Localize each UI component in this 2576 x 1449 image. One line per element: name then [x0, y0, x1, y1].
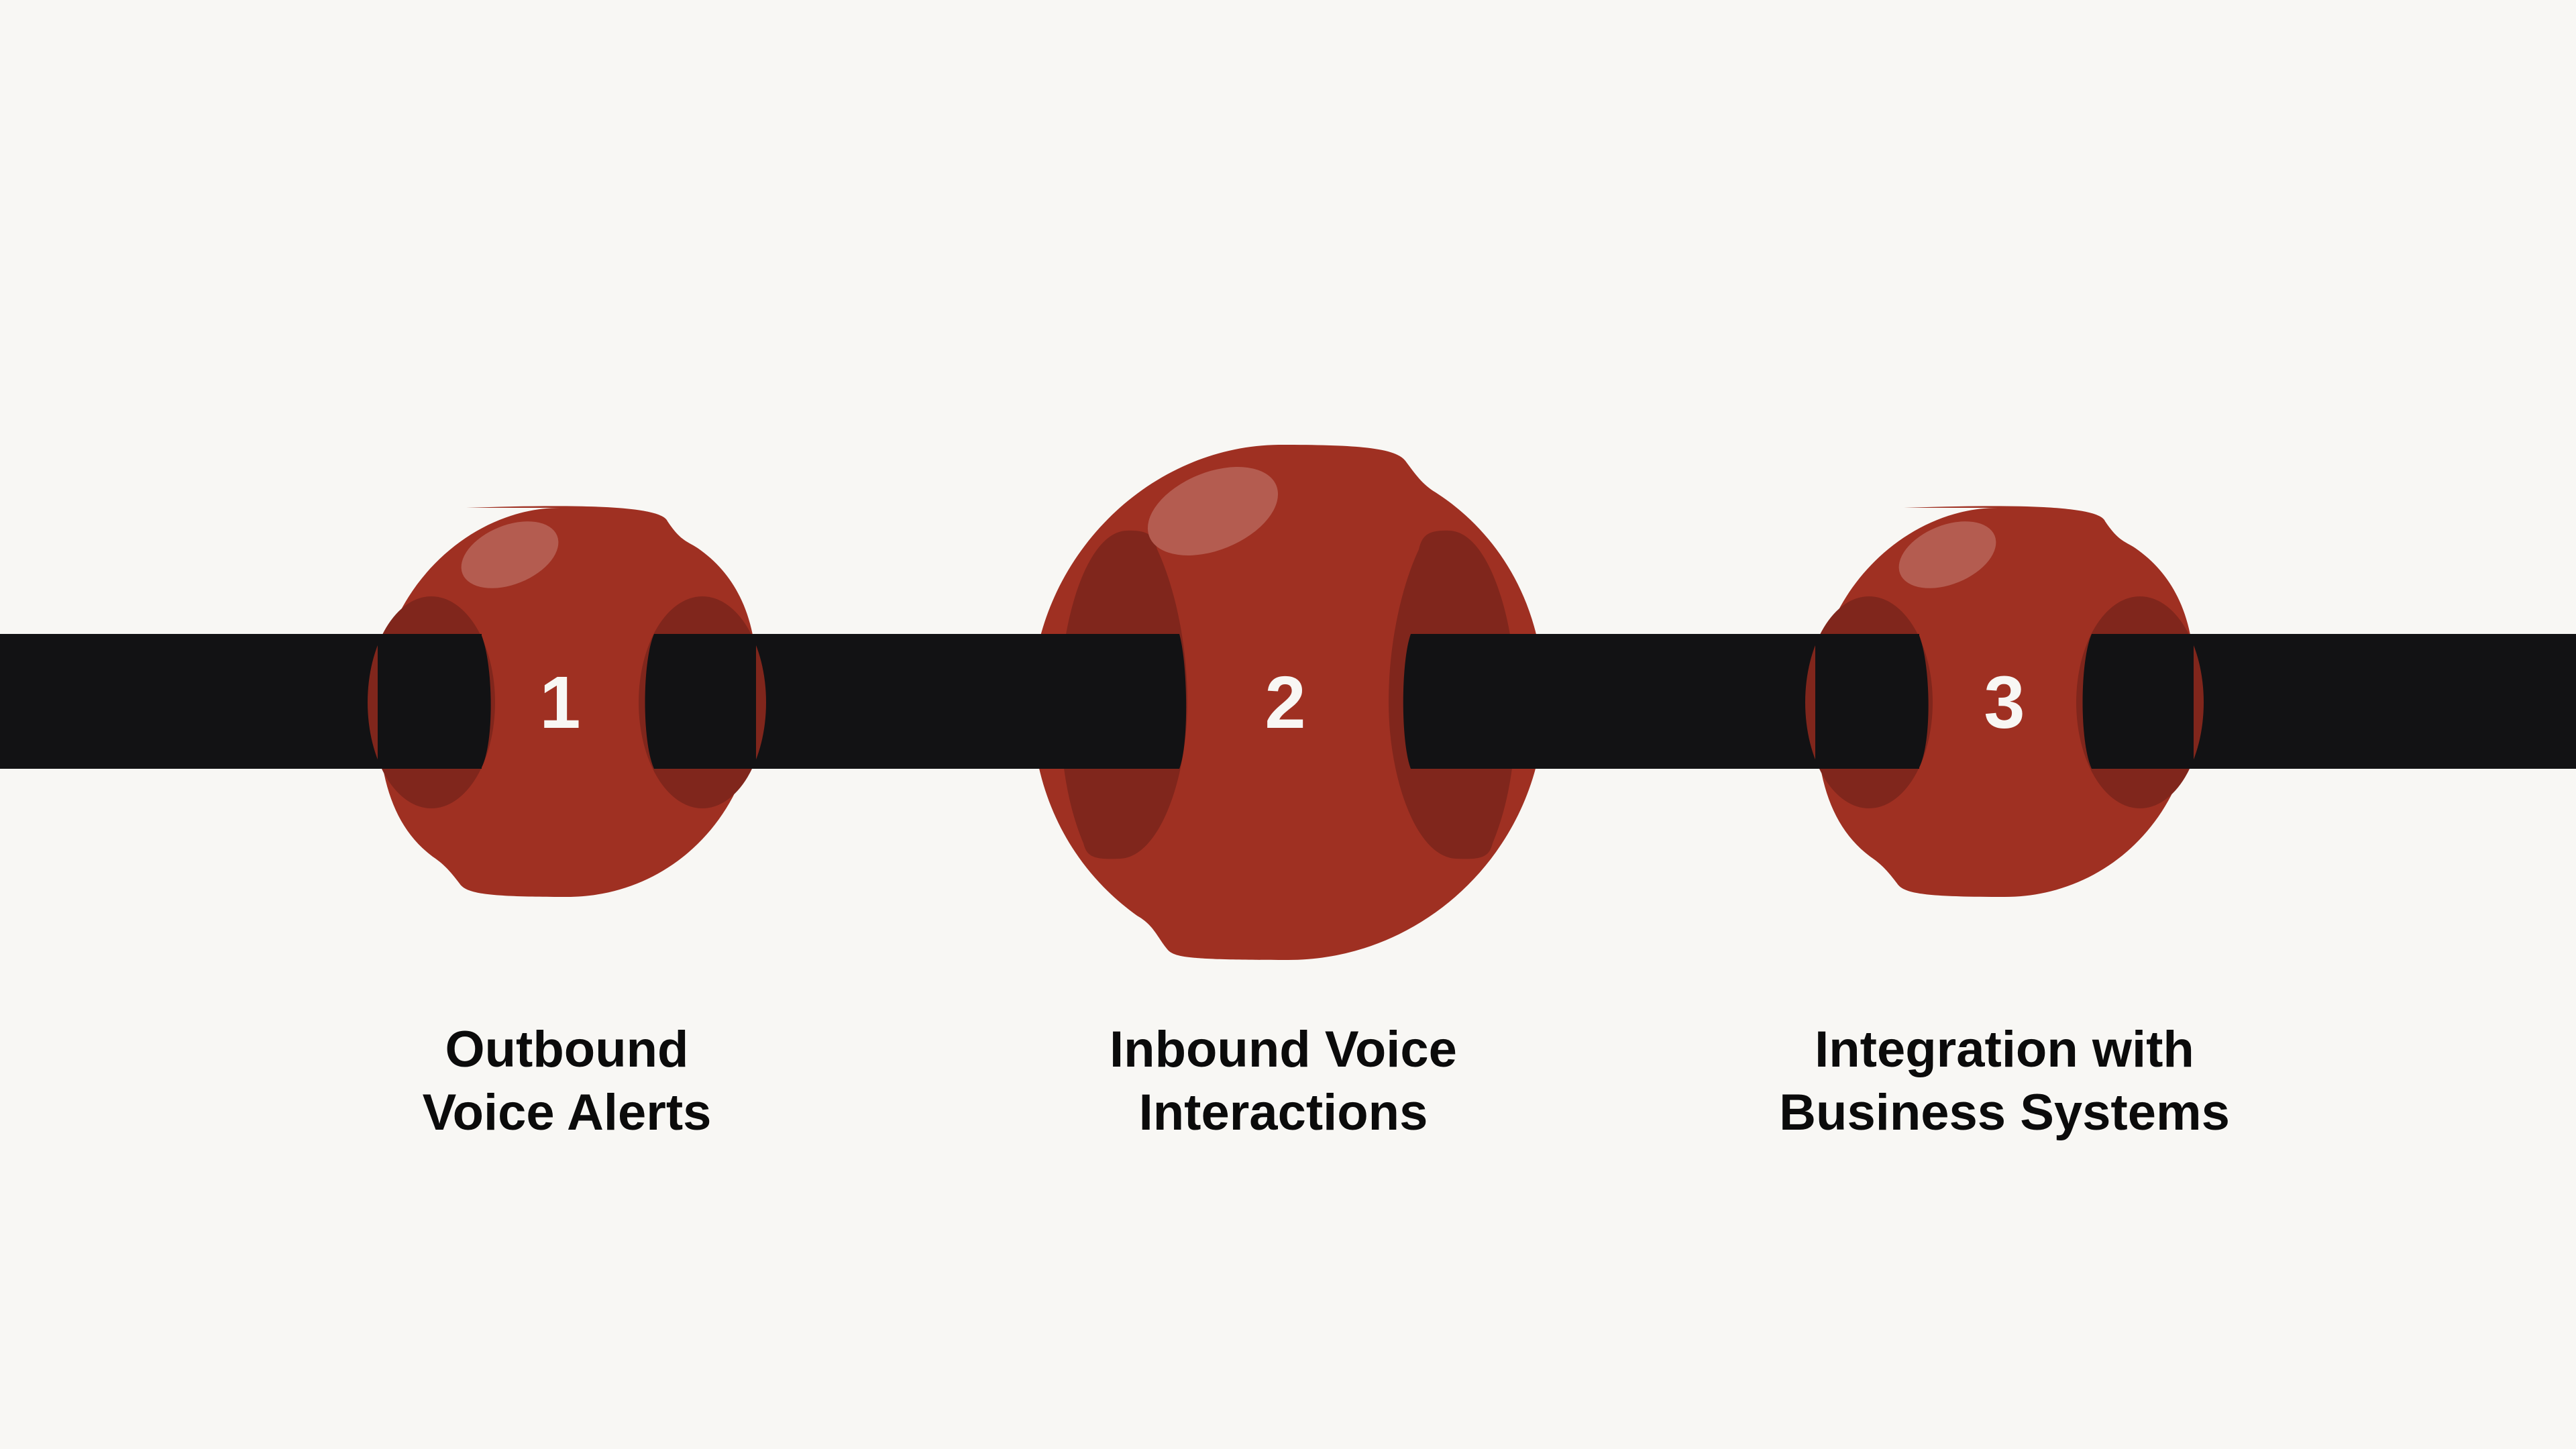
step-number-1: 1 [539, 661, 580, 744]
step-label-1: Outbound Voice Alerts [265, 1018, 869, 1144]
bar-through-left [378, 634, 482, 769]
step-label-1-line1: Outbound [445, 1021, 689, 1078]
step-label-1-line2: Voice Alerts [422, 1084, 712, 1141]
bead-body [378, 506, 757, 897]
bead-3: 3 [1805, 506, 2204, 897]
bar-through-right [654, 634, 756, 769]
step-label-3-line2: Business Systems [1779, 1084, 2230, 1141]
step-label-2-line1: Inbound Voice [1110, 1021, 1457, 1078]
bead-highlight [1898, 521, 1996, 588]
step-label-3: Integration with Business Systems [1703, 1018, 2306, 1144]
bar-through-right [1403, 634, 1544, 769]
step-number-3: 3 [1984, 661, 2025, 744]
bead-1: 1 [368, 506, 766, 897]
bead-highlight [1147, 467, 1279, 555]
step-label-2-line2: Interactions [1138, 1084, 1428, 1141]
bead-highlight [461, 521, 559, 588]
bar-through-left [1032, 634, 1187, 769]
step-label-3-line1: Integration with [1815, 1021, 2194, 1078]
step-number-2: 2 [1265, 661, 1305, 744]
bead-2: 2 [1032, 445, 1544, 960]
step-label-2: Inbound Voice Interactions [981, 1018, 1585, 1144]
